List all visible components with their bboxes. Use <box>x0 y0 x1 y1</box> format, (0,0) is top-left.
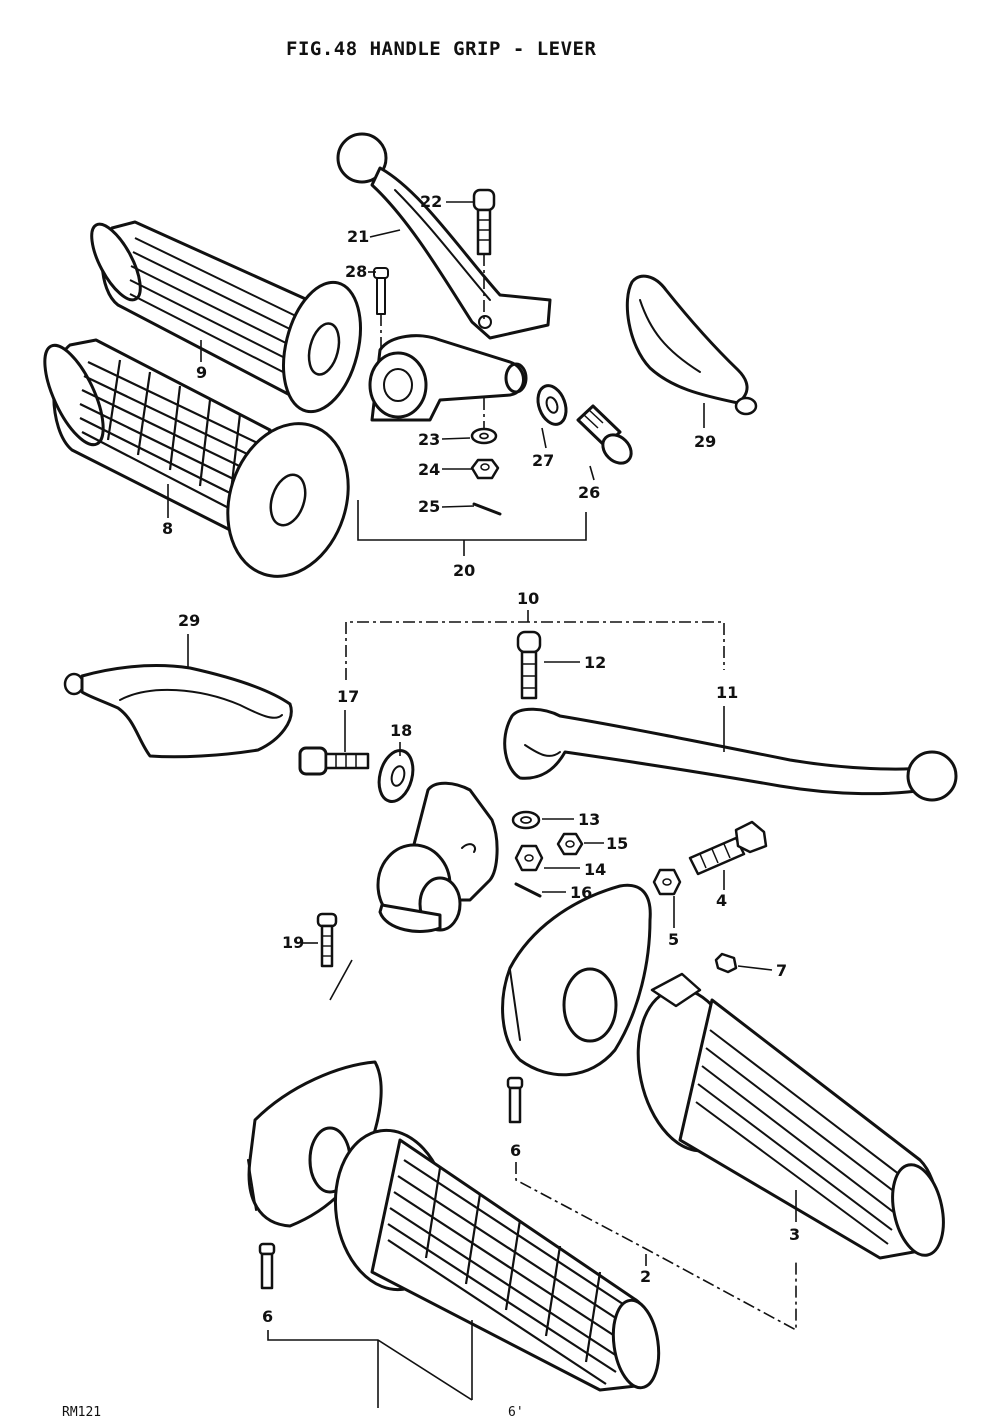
screw-lower <box>316 912 338 968</box>
cotter-pin-upper <box>472 502 502 516</box>
callout-21: 21 <box>347 227 369 246</box>
pivot-bolt-lower <box>516 630 542 700</box>
bracket-bolt-lower <box>298 746 370 776</box>
footer-left-code: RM121 <box>62 1405 101 1420</box>
grip-left-ribbed <box>90 220 362 414</box>
callout-28: 28 <box>345 262 367 281</box>
callout-6-upper: 6 <box>510 1141 521 1160</box>
lock-nut-15 <box>556 832 584 856</box>
callout-5: 5 <box>668 930 679 949</box>
clutch-lever-upper <box>336 132 552 340</box>
brake-lever <box>503 707 958 802</box>
callout-22: 22 <box>420 192 442 211</box>
callout-25: 25 <box>418 497 440 516</box>
callout-18: 18 <box>390 721 412 740</box>
throttle-housing-upper <box>501 883 652 1077</box>
grip-right-mesh <box>333 1128 661 1392</box>
small-nut-7 <box>714 952 738 974</box>
footer-center-code: 6' <box>508 1405 524 1420</box>
callout-29-lower: 29 <box>178 611 200 630</box>
grip-left-mesh <box>43 338 350 578</box>
callout-14: 14 <box>584 860 606 879</box>
callout-15: 15 <box>606 834 628 853</box>
nut-5 <box>652 868 682 896</box>
callout-11: 11 <box>716 683 738 702</box>
lever-cover-lower <box>63 664 293 759</box>
callout-20: 20 <box>453 561 475 580</box>
clamp-washer-upper <box>536 384 568 426</box>
callout-19: 19 <box>282 933 304 952</box>
callout-6-lower: 6 <box>262 1307 273 1326</box>
pivot-bolt-upper <box>472 188 496 320</box>
callout-3: 3 <box>789 1225 800 1244</box>
clamp-bolt-upper <box>576 404 633 465</box>
lever-bracket-lower <box>376 781 499 933</box>
callout-29-upper: 29 <box>694 432 716 451</box>
clamp-washer-lower <box>377 749 415 803</box>
callout-27: 27 <box>532 451 554 470</box>
grip-right-ribbed <box>636 972 945 1260</box>
callout-10: 10 <box>517 589 539 608</box>
cotter-pin-lower <box>514 882 542 898</box>
adjuster-bolt-4 <box>688 820 768 876</box>
nut-14 <box>514 844 544 872</box>
callout-7: 7 <box>776 961 787 980</box>
screw-upper <box>373 267 389 350</box>
callout-24: 24 <box>418 460 440 479</box>
figure-title: FIG.48 HANDLE GRIP - LEVER <box>286 38 596 60</box>
callout-12: 12 <box>584 653 606 672</box>
callout-2: 2 <box>640 1267 651 1286</box>
screw-6-lower <box>258 1242 276 1290</box>
screw-6-upper <box>506 1076 524 1124</box>
callout-8: 8 <box>162 519 173 538</box>
washer-lower <box>511 810 541 830</box>
callout-26: 26 <box>578 483 600 502</box>
washer-upper <box>470 427 498 445</box>
lever-cover-upper <box>625 274 758 416</box>
callout-9: 9 <box>196 363 207 382</box>
callout-17: 17 <box>337 687 359 706</box>
callout-13: 13 <box>578 810 600 829</box>
lever-bracket-upper <box>368 334 528 422</box>
callout-23: 23 <box>418 430 440 449</box>
callout-4: 4 <box>716 891 727 910</box>
nut-upper <box>470 458 500 480</box>
